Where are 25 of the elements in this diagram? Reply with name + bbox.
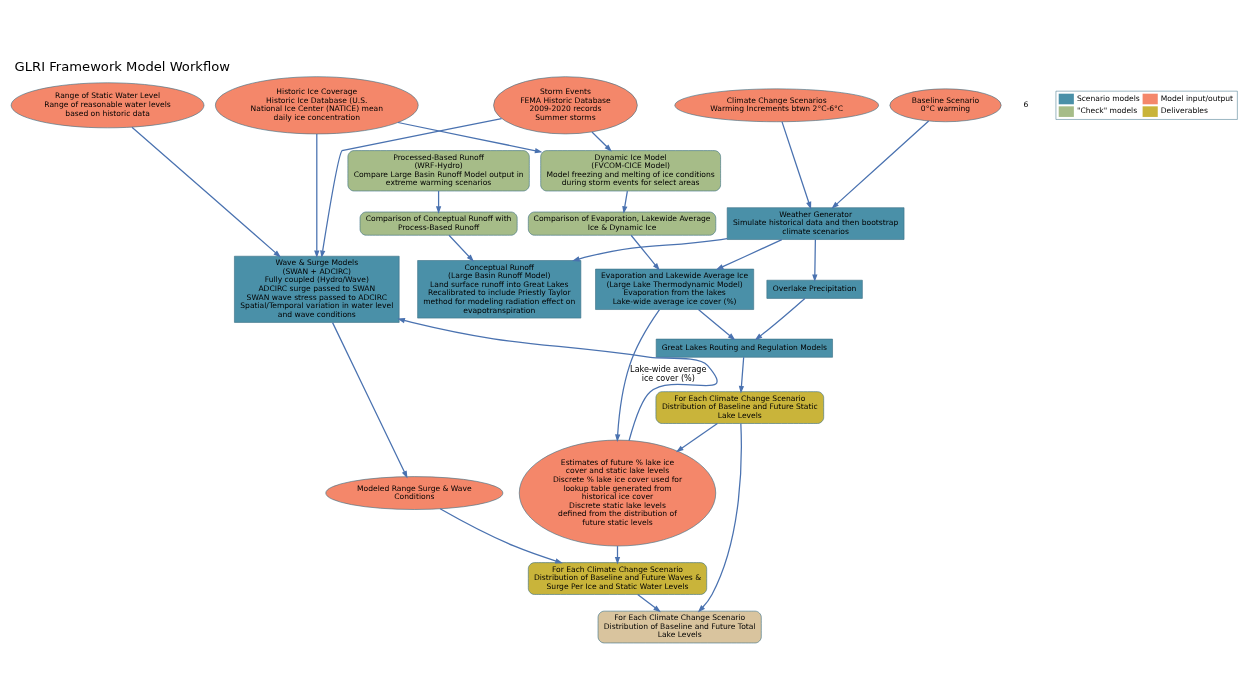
arrow xyxy=(396,317,717,441)
arrow xyxy=(313,132,319,258)
arrow xyxy=(590,130,612,152)
arrow xyxy=(675,422,718,452)
arrow xyxy=(780,120,811,209)
arrow xyxy=(629,234,660,271)
arrow xyxy=(319,117,502,258)
arrow xyxy=(754,297,805,340)
arrow xyxy=(830,119,929,209)
arrow xyxy=(331,321,408,478)
arrow xyxy=(614,308,660,442)
arrow xyxy=(697,422,742,612)
edge-label: Lake-wide average ice cover (%) xyxy=(629,363,706,383)
arrow xyxy=(439,507,563,563)
arrow xyxy=(715,238,782,270)
arrow xyxy=(636,593,661,612)
arrow xyxy=(571,237,728,261)
diagram-title: GLRI Framework Model Workflow xyxy=(14,58,230,74)
arrow xyxy=(130,126,281,257)
arrow xyxy=(621,189,628,214)
arrow xyxy=(738,356,744,393)
arrow xyxy=(396,121,542,153)
arrow xyxy=(447,234,474,262)
arrow xyxy=(811,238,817,282)
arrow xyxy=(697,308,735,340)
